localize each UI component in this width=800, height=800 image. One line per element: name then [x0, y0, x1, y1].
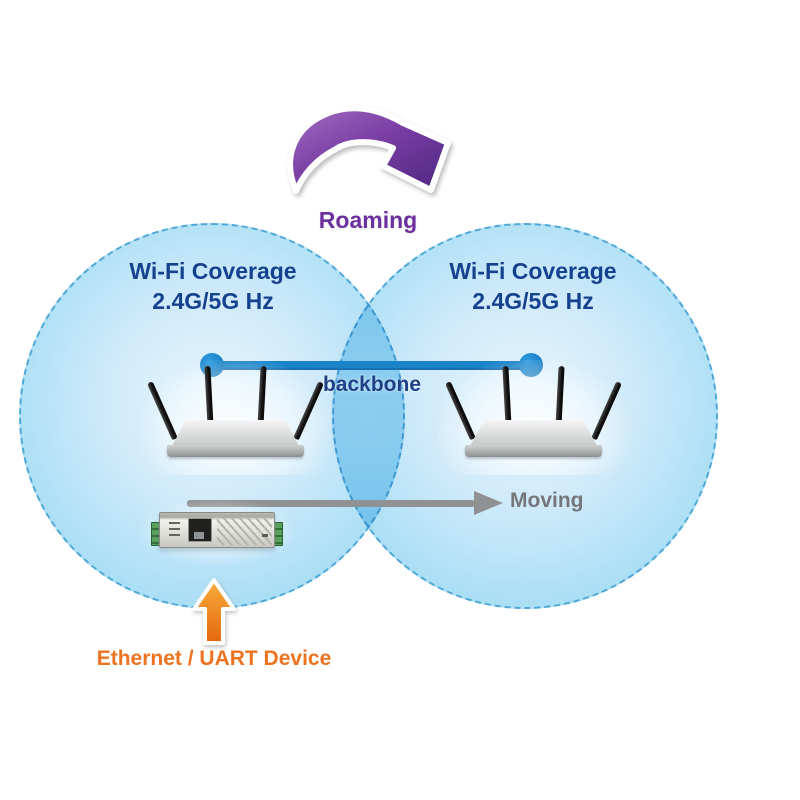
coverage-subtitle-right: 2.4G/5G Hz [472, 288, 594, 314]
coverage-label-right: Wi-Fi Coverage 2.4G/5G Hz [403, 256, 663, 316]
ethernet-port-icon [188, 518, 212, 542]
coverage-title-left: Wi-Fi Coverage [129, 258, 297, 284]
device-led-indicators [168, 522, 183, 539]
moving-arrow-icon [474, 491, 503, 515]
device-label: Ethernet / UART Device [96, 647, 332, 670]
coverage-subtitle-left: 2.4G/5G Hz [152, 288, 274, 314]
router-body-front [167, 445, 304, 457]
router-body-top [470, 420, 597, 446]
device-marking [262, 534, 268, 537]
device-vent-hatch [217, 517, 272, 545]
moving-arrow-line [187, 500, 475, 507]
router-body-front [465, 445, 602, 457]
up-arrow-icon [192, 578, 236, 645]
moving-label: Moving [510, 489, 584, 512]
wifi-router-icon-left [140, 360, 331, 475]
router-body-top [172, 420, 299, 446]
coverage-label-left: Wi-Fi Coverage 2.4G/5G Hz [83, 256, 343, 316]
roaming-curved-arrow-icon [287, 105, 451, 194]
backbone-label: backbone [322, 373, 422, 396]
wifi-router-icon-right [438, 360, 629, 475]
roaming-label: Roaming [318, 207, 418, 233]
backbone-link-line [212, 361, 532, 370]
coverage-title-right: Wi-Fi Coverage [449, 258, 617, 284]
ethernet-uart-device-icon [141, 500, 293, 564]
